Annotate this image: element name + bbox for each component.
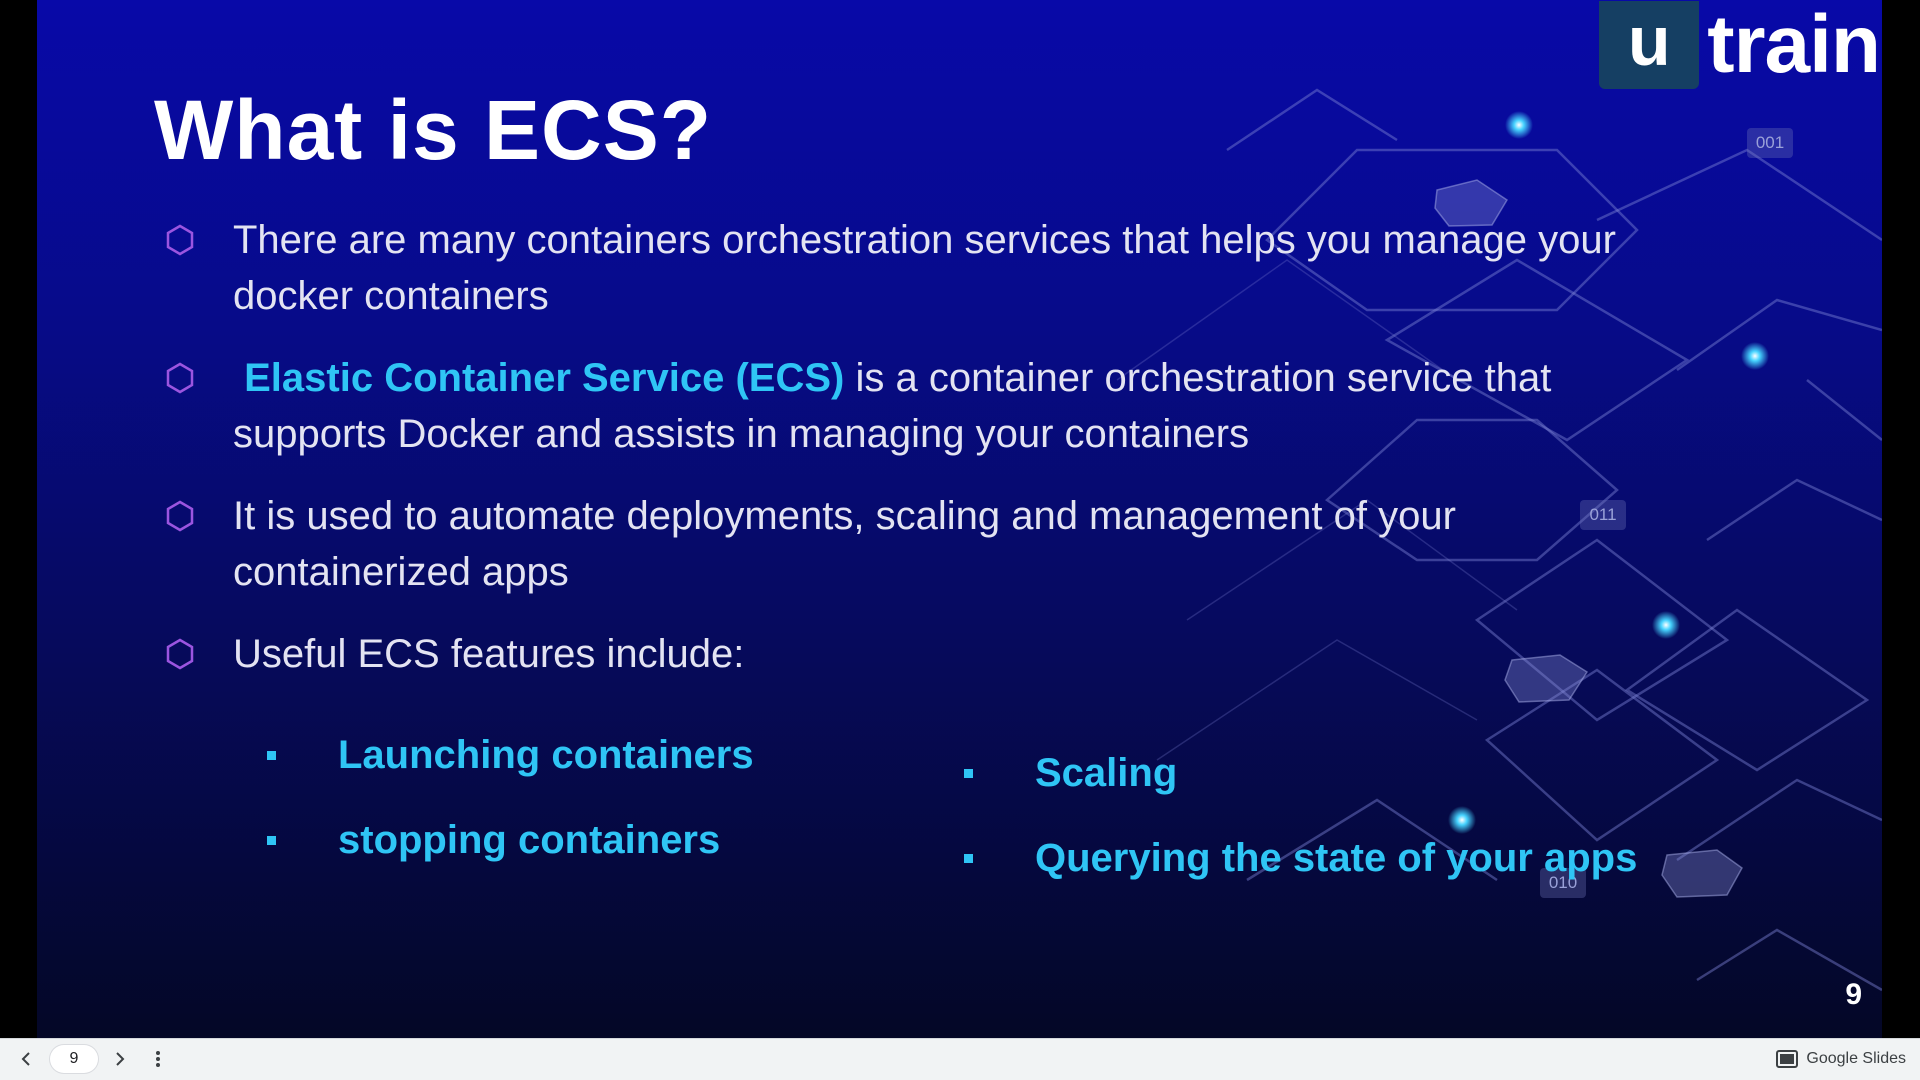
bullet-highlight: Elastic Container Service (ECS) [244, 356, 845, 400]
chevron-left-icon [21, 1052, 30, 1066]
bullet-text: There are many containers orchestration … [233, 212, 1683, 324]
logo-wordmark: train [1707, 0, 1881, 90]
chevron-right-icon [116, 1052, 125, 1066]
binary-tag-text: 010 [1549, 873, 1577, 892]
current-page-indicator[interactable]: 9 [50, 1045, 98, 1073]
hexagon-bullet-icon [163, 626, 233, 682]
next-slide-button[interactable] [108, 1047, 132, 1071]
bullet-text: Elastic Container Service (ECS) is a con… [233, 350, 1683, 462]
bullet-list: There are many containers orchestration … [163, 212, 1783, 708]
feature-label: Scaling [1035, 751, 1178, 795]
binary-tag: 011 [1580, 500, 1626, 530]
slides-icon [1776, 1050, 1799, 1068]
square-bullet-icon [964, 853, 973, 863]
binary-tag-text: 001 [1756, 133, 1784, 152]
bullet-body: is a container orchestration service tha… [233, 356, 1552, 456]
feature-label: Querying the state of your apps [1035, 836, 1638, 880]
logo-u-mark: u [1599, 1, 1700, 89]
utrain-logo: u train [1599, 0, 1882, 90]
bullet-text: It is used to automate deployments, scal… [233, 488, 1683, 600]
google-slides-link[interactable]: Google Slides [1776, 1039, 1906, 1079]
bullet-item: There are many containers orchestration … [163, 212, 1783, 324]
feature-item: stopping containers [267, 812, 720, 868]
bullet-text: Useful ECS features include: [233, 626, 1683, 682]
square-bullet-icon [267, 750, 276, 760]
hexagon-bullet-icon [163, 212, 233, 268]
feature-label: Launching containers [338, 733, 754, 777]
bullet-body: There are many containers orchestration … [233, 218, 1616, 318]
more-options-button[interactable] [146, 1047, 170, 1071]
binary-tag: 010 [1540, 868, 1586, 898]
feature-label: stopping containers [338, 818, 721, 862]
google-slides-label: Google Slides [1806, 1050, 1906, 1067]
binary-tag: 001 [1747, 128, 1793, 158]
feature-item: Querying the state of your apps [964, 830, 1637, 886]
slide-title: What is ECS? [154, 83, 713, 177]
slide: 001 011 010 u train What is ECS? There a… [37, 0, 1882, 1038]
bullet-body: It is used to automate deployments, scal… [233, 494, 1456, 594]
previous-slide-button[interactable] [14, 1047, 38, 1071]
hexagon-bullet-icon [163, 488, 233, 544]
network-background-graphic: 001 011 010 [1116, 88, 1882, 992]
square-bullet-icon [267, 835, 276, 845]
binary-tag-text: 011 [1589, 505, 1616, 524]
bullet-item: Useful ECS features include: [163, 626, 1783, 682]
bullet-item: Elastic Container Service (ECS) is a con… [163, 350, 1783, 462]
feature-item: Launching containers [267, 727, 754, 783]
slides-bottom-bar: 9 Google Slides [0, 1038, 1920, 1080]
hexagon-bullet-icon [163, 350, 233, 406]
bullet-body: Useful ECS features include: [233, 632, 745, 676]
slide-page-number: 9 [1845, 978, 1862, 1011]
bullet-item: It is used to automate deployments, scal… [163, 488, 1783, 600]
more-vert-icon [156, 1051, 160, 1067]
square-bullet-icon [964, 768, 973, 778]
feature-item: Scaling [964, 745, 1177, 801]
